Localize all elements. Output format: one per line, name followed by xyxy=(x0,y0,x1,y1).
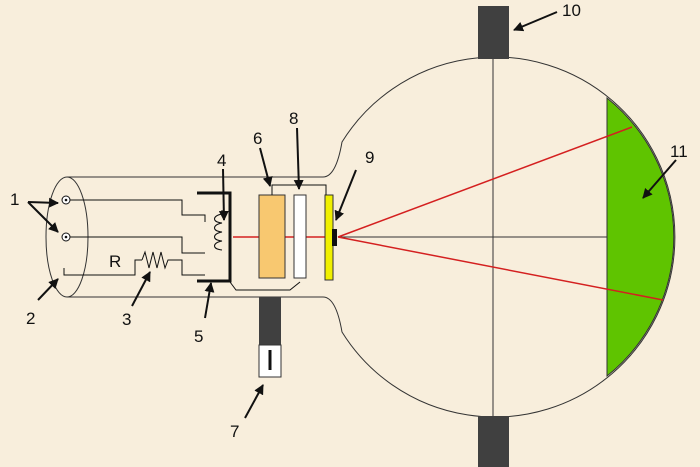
arrow-2 xyxy=(37,278,59,301)
arrow-1b xyxy=(27,201,59,233)
label-7: 7 xyxy=(230,422,239,441)
wire-top xyxy=(70,199,206,222)
deflecting-plate xyxy=(324,194,334,281)
heater-coil xyxy=(214,213,223,251)
arrow-11 xyxy=(642,159,677,199)
label-2: 2 xyxy=(26,309,35,328)
magnet-top xyxy=(478,6,509,59)
pin-middle-center xyxy=(64,235,68,239)
label-11: 11 xyxy=(670,142,688,161)
control-grid xyxy=(197,191,232,283)
label-4: 4 xyxy=(217,151,226,170)
label-5: 5 xyxy=(194,327,203,346)
arrow-4 xyxy=(218,168,229,221)
arrow-10 xyxy=(513,11,558,32)
wire-bottom xyxy=(70,259,142,276)
beam-upper xyxy=(337,126,633,238)
pin-bottom xyxy=(63,268,70,276)
label-10: 10 xyxy=(562,1,581,20)
label-6: 6 xyxy=(253,129,262,148)
label-1: 1 xyxy=(10,190,19,209)
anode xyxy=(258,194,286,279)
pin-top-center xyxy=(64,198,68,202)
beam-spot xyxy=(332,229,337,246)
fluorescent-screen xyxy=(606,96,675,378)
beam-lower xyxy=(337,236,664,301)
wire-middle xyxy=(70,236,205,254)
focusing-electrode xyxy=(293,194,307,279)
arrow-5 xyxy=(204,282,215,319)
arrow-1a xyxy=(27,197,59,208)
electrode-connector-bottom xyxy=(229,281,301,291)
label-9: 9 xyxy=(365,148,374,167)
tube-envelope xyxy=(67,56,676,418)
arrow-9 xyxy=(334,169,357,221)
lead-dark xyxy=(259,297,281,345)
label-3: 3 xyxy=(122,310,131,329)
magnet-bottom xyxy=(478,416,509,467)
label-r: R xyxy=(109,252,121,271)
arrow-6 xyxy=(259,147,273,187)
arrow-7 xyxy=(244,384,264,419)
arrow-3 xyxy=(131,271,151,307)
resistor xyxy=(141,250,205,276)
label-8: 8 xyxy=(289,109,298,128)
arrow-8 xyxy=(293,127,304,190)
